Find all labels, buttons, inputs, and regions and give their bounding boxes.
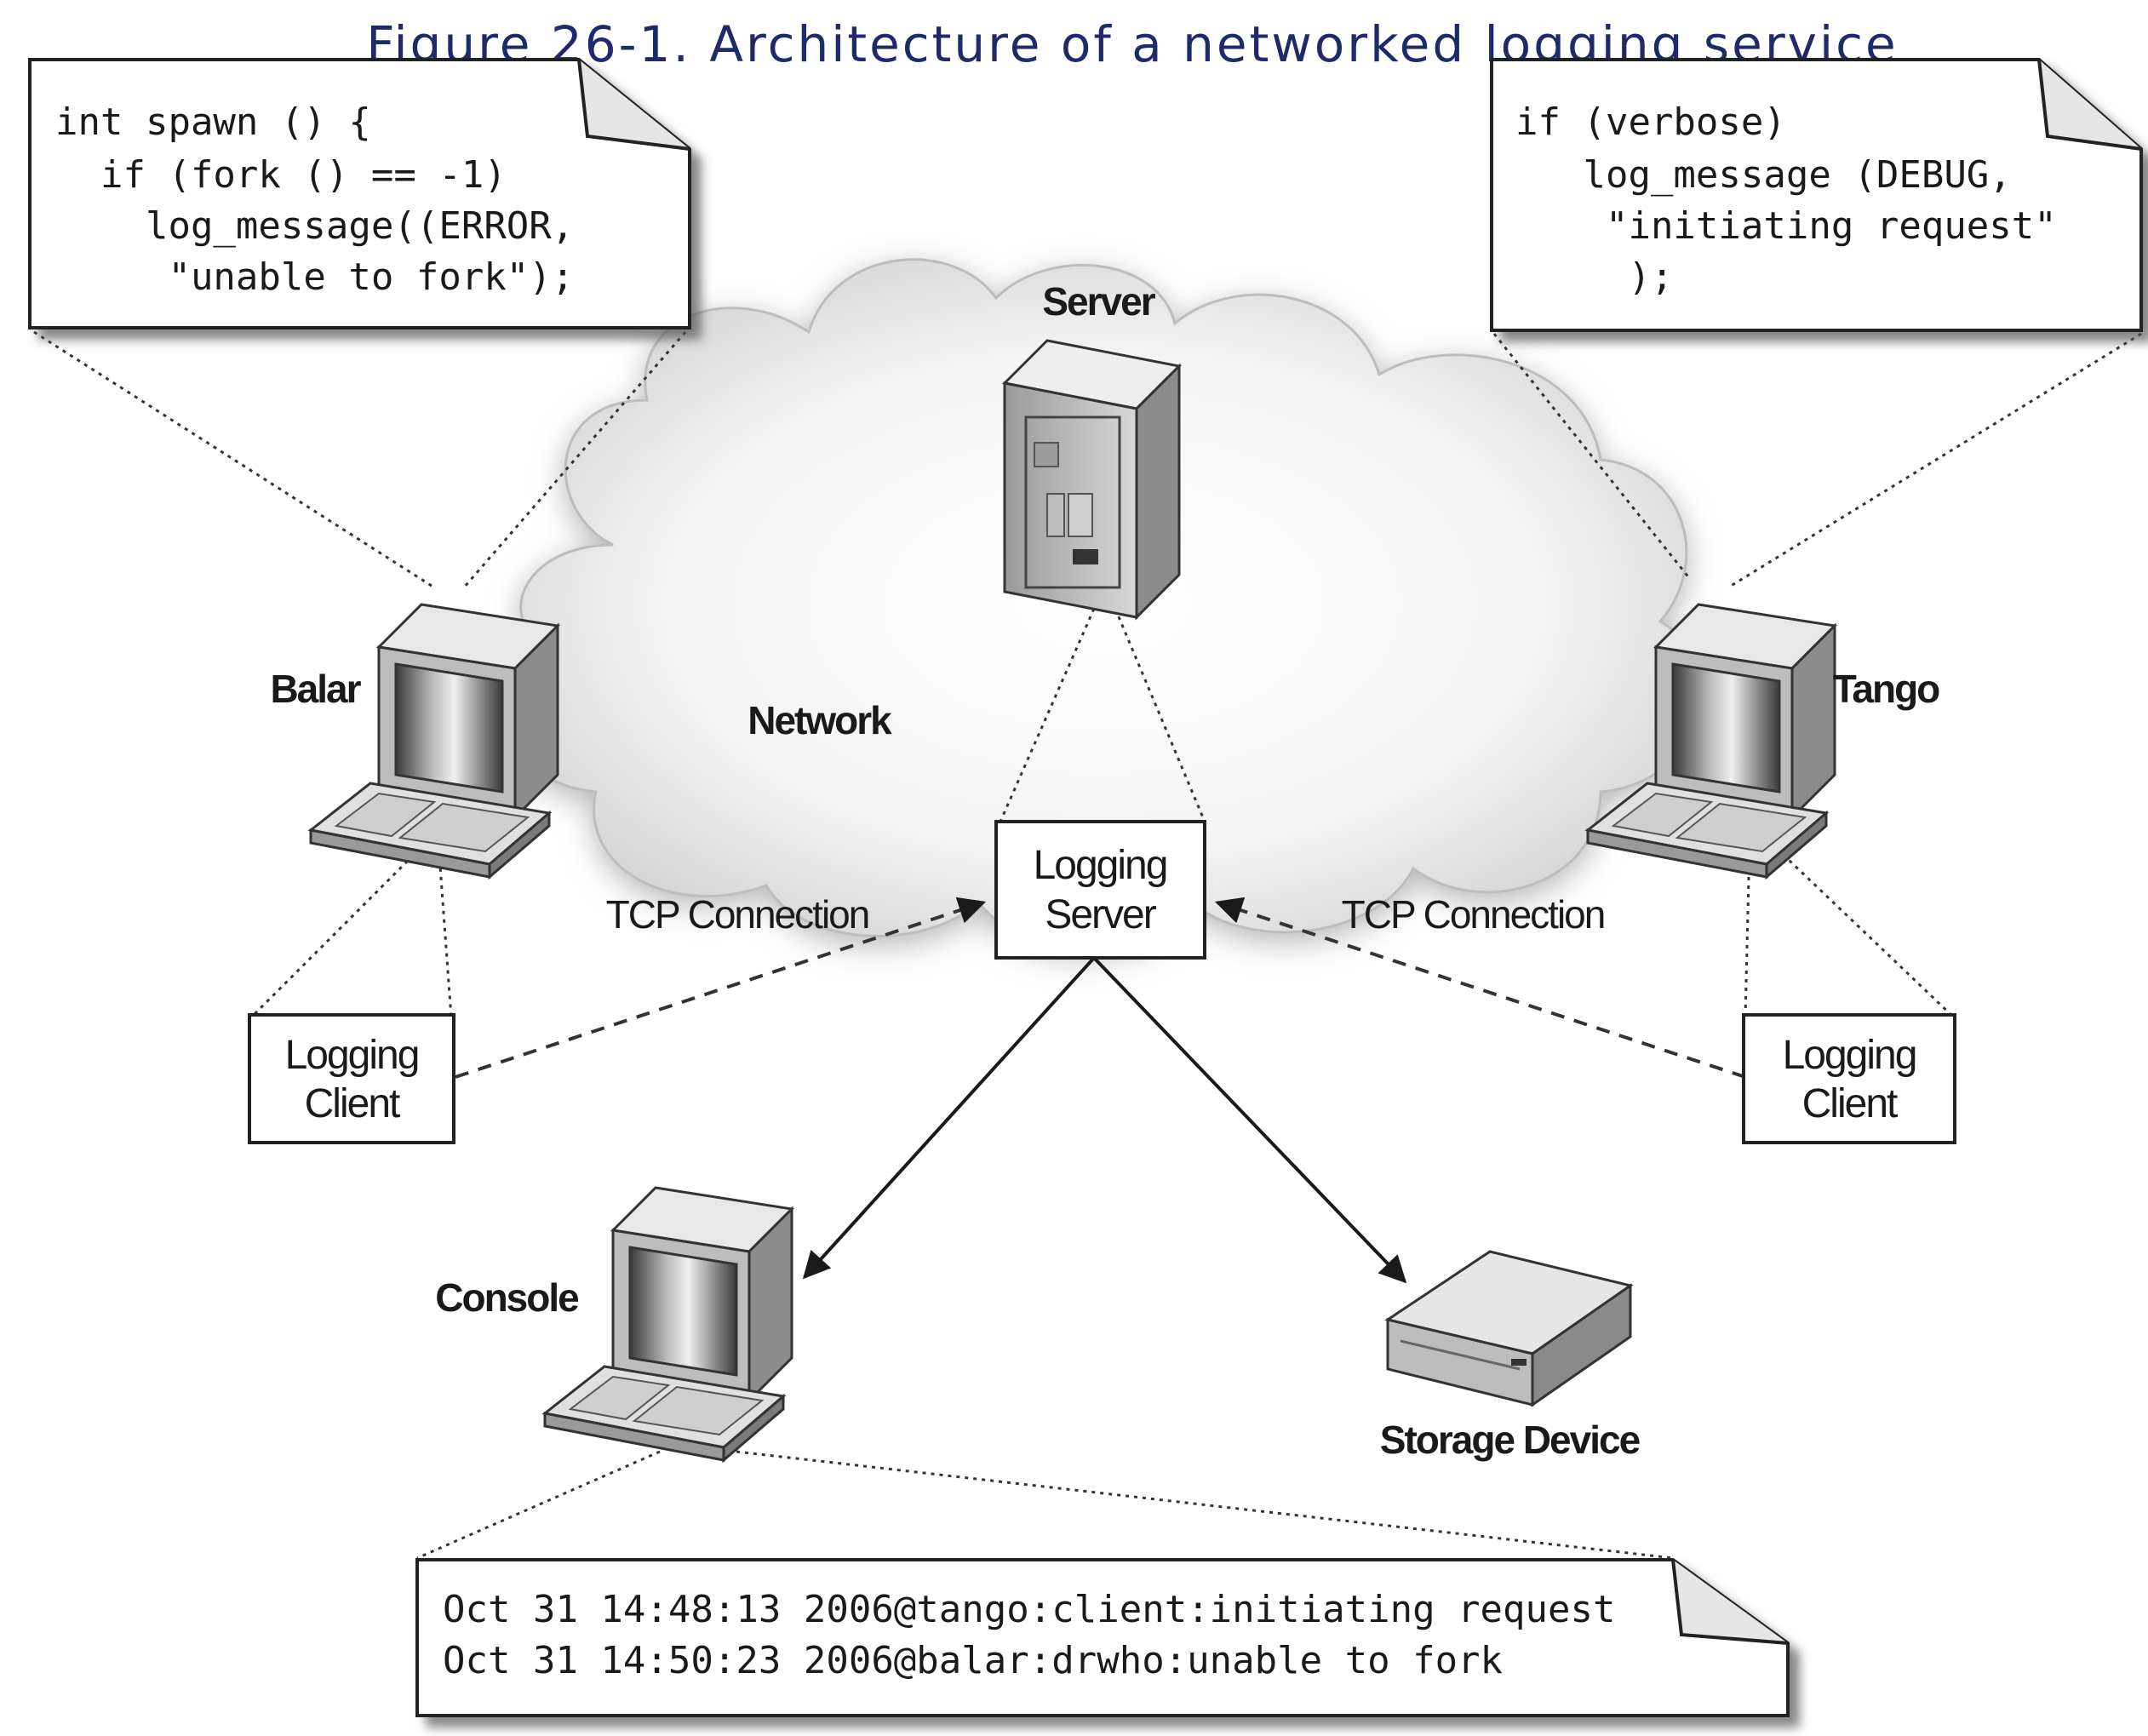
balar-computer-icon bbox=[307, 603, 561, 880]
logging-server-label-line-1: Logging bbox=[1034, 843, 1167, 888]
logging-client-right-box: Logging Client bbox=[1742, 1013, 1956, 1144]
tango-code-line-1: if (verbose) bbox=[1515, 100, 1786, 144]
tango-code-line-2: log_message (DEBUG, bbox=[1515, 153, 2012, 197]
logging-client-left-label-line-1: Logging bbox=[285, 1033, 419, 1078]
balar-code-line-3: log_message((ERROR, bbox=[55, 204, 574, 248]
balar-client-link-left bbox=[249, 841, 427, 1019]
logging-client-left-box: Logging Client bbox=[248, 1013, 455, 1144]
console-arrow bbox=[802, 956, 1096, 1280]
balar-code-line-1: int spawn () { bbox=[55, 100, 371, 144]
console-log-callout: Oct 31 14:48:13 2006@tango:client:initia… bbox=[415, 1450, 1790, 1717]
storage-arrow bbox=[1092, 956, 1407, 1284]
network-label: Network bbox=[748, 698, 892, 742]
storage-device-icon bbox=[1384, 1250, 1634, 1407]
logging-server-box: Logging Server bbox=[994, 820, 1206, 960]
tango-label: Tango bbox=[1833, 667, 1939, 711]
console-log-line-2: Oct 31 14:50:23 2006@balar:drwho:unable … bbox=[443, 1639, 1503, 1682]
logging-client-right-label-line-2: Client bbox=[1802, 1081, 1898, 1126]
balar-label: Balar bbox=[270, 667, 361, 711]
server-tower-icon bbox=[1001, 339, 1183, 621]
tango-code-line-3: "initiating request" bbox=[1515, 204, 2057, 248]
console-label: Console bbox=[435, 1275, 579, 1320]
tango-client-link-left bbox=[1744, 842, 1751, 1018]
balar-client-link-right bbox=[437, 842, 453, 1018]
tango-code-line-4: ); bbox=[1515, 255, 1673, 299]
logging-server-label-line-2: Server bbox=[1045, 892, 1156, 937]
tcp-connection-left-arrow bbox=[455, 897, 987, 1079]
tango-client-link-right bbox=[1769, 841, 1956, 1019]
storage-device-label: Storage Device bbox=[1380, 1418, 1641, 1462]
tcp-connection-right-label: TCP Connection bbox=[1342, 892, 1605, 937]
console-computer-icon bbox=[541, 1186, 795, 1464]
tango-computer-icon bbox=[1584, 603, 1838, 880]
logging-client-right-label-line-1: Logging bbox=[1783, 1033, 1916, 1078]
console-log-line-1: Oct 31 14:48:13 2006@tango:client:initia… bbox=[443, 1588, 1616, 1631]
server-label: Server bbox=[1042, 279, 1155, 324]
logging-client-left-label-line-2: Client bbox=[305, 1081, 400, 1126]
tcp-connection-left-label: TCP Connection bbox=[606, 892, 869, 937]
balar-code-line-4: "unable to fork"); bbox=[55, 255, 574, 299]
tcp-connection-right-arrow bbox=[1214, 897, 1746, 1079]
tango-code-callout: if (verbose) log_message (DEBUG, "initia… bbox=[1490, 58, 2143, 589]
balar-code-callout: int spawn () { if (fork () == -1) log_me… bbox=[28, 58, 691, 589]
balar-code-line-2: if (fork () == -1) bbox=[55, 153, 507, 197]
